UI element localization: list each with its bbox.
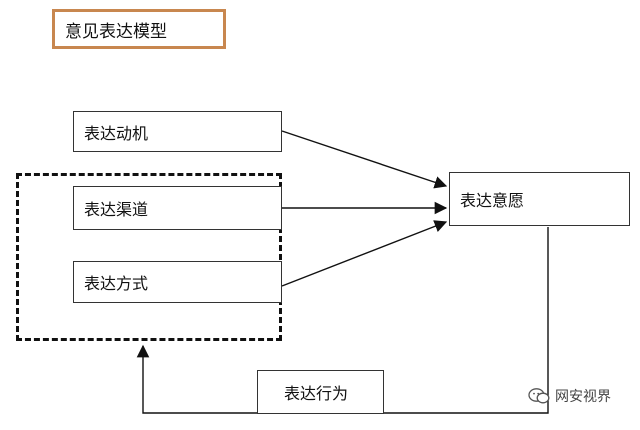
node-motivation: 表达动机 [73,111,282,152]
wechat-icon [528,388,550,404]
dashed-group-box [16,173,282,341]
node-method: 表达方式 [73,261,282,303]
node-method-label: 表达方式 [84,274,149,293]
arrow-motivation-to-intention [281,130,448,189]
diagram-title-text: 意见表达模型 [65,21,167,42]
diagram-title: 意见表达模型 [52,9,226,49]
watermark: 网安视界 [528,386,611,406]
node-intention: 表达意愿 [449,172,630,226]
node-channel: 表达渠道 [73,186,282,230]
node-motivation-label: 表达动机 [84,123,149,143]
watermark-text: 网安视界 [555,389,611,405]
node-behavior-label: 表达行为 [284,384,349,403]
arrow-method-to-intention [281,220,448,287]
node-intention-label: 表达意愿 [460,191,525,210]
node-channel-label: 表达渠道 [84,200,149,219]
node-behavior: 表达行为 [257,370,384,414]
